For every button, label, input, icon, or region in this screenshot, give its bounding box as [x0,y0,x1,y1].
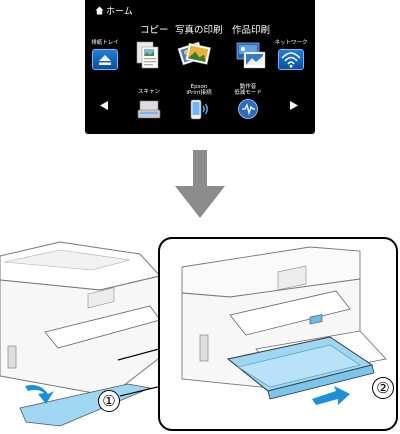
printer-illustration-open-tray [181,246,387,405]
scan-label: スキャン [137,89,160,95]
photo-print-icon [177,41,211,66]
creative-print-icon [236,42,266,69]
zoom-panel-open-tray: ② [158,237,398,431]
tab-creative-print-label: 作品印刷 [232,25,271,36]
next-page-button[interactable] [285,96,303,114]
quiet-mode-label-line2: 低減モード [234,90,262,96]
quiet-mode-icon [238,99,258,119]
step-2-marker: ② [372,377,394,399]
home-label: ホーム [106,6,133,17]
epson-iprint-label-line2: iPrint接続 [186,90,212,96]
output-tray-label: 排紙トレイ [91,40,119,46]
creative-print-button[interactable] [235,40,267,74]
down-arrow-icon [175,150,225,218]
phone-wireless-icon [190,99,208,120]
copy-icon [136,41,159,69]
epson-iprint-label-line1: Epson [190,84,208,90]
network-button[interactable] [278,49,304,70]
tab-copy-label: コピー [140,25,169,36]
wifi-icon [281,51,301,68]
scanner-icon [137,100,161,119]
quiet-mode-button[interactable] [237,98,259,124]
copy-button[interactable] [133,40,161,74]
scan-button[interactable] [137,99,161,125]
quiet-mode-label-line1: 動作音 [239,84,257,90]
printer-lcd-screen: ホーム コピー 写真の印刷 作品印刷 排紙トレイ [85,0,315,134]
right-arrow-icon [290,100,298,110]
eject-icon [99,54,111,65]
tab-photo-print-label: 写真の印刷 [175,25,223,36]
left-arrow-icon [100,100,108,110]
epson-iprint-button[interactable] [189,98,211,126]
printer-illustration-closed-tray [0,241,170,427]
output-tray-button[interactable] [92,49,118,70]
network-label: ネットワーク [274,40,308,46]
home-breadcrumb[interactable]: ホーム [95,4,133,17]
step-1-marker: ① [98,390,120,412]
photo-print-button[interactable] [177,38,211,72]
home-icon [95,5,104,15]
prev-page-button[interactable] [95,96,113,114]
